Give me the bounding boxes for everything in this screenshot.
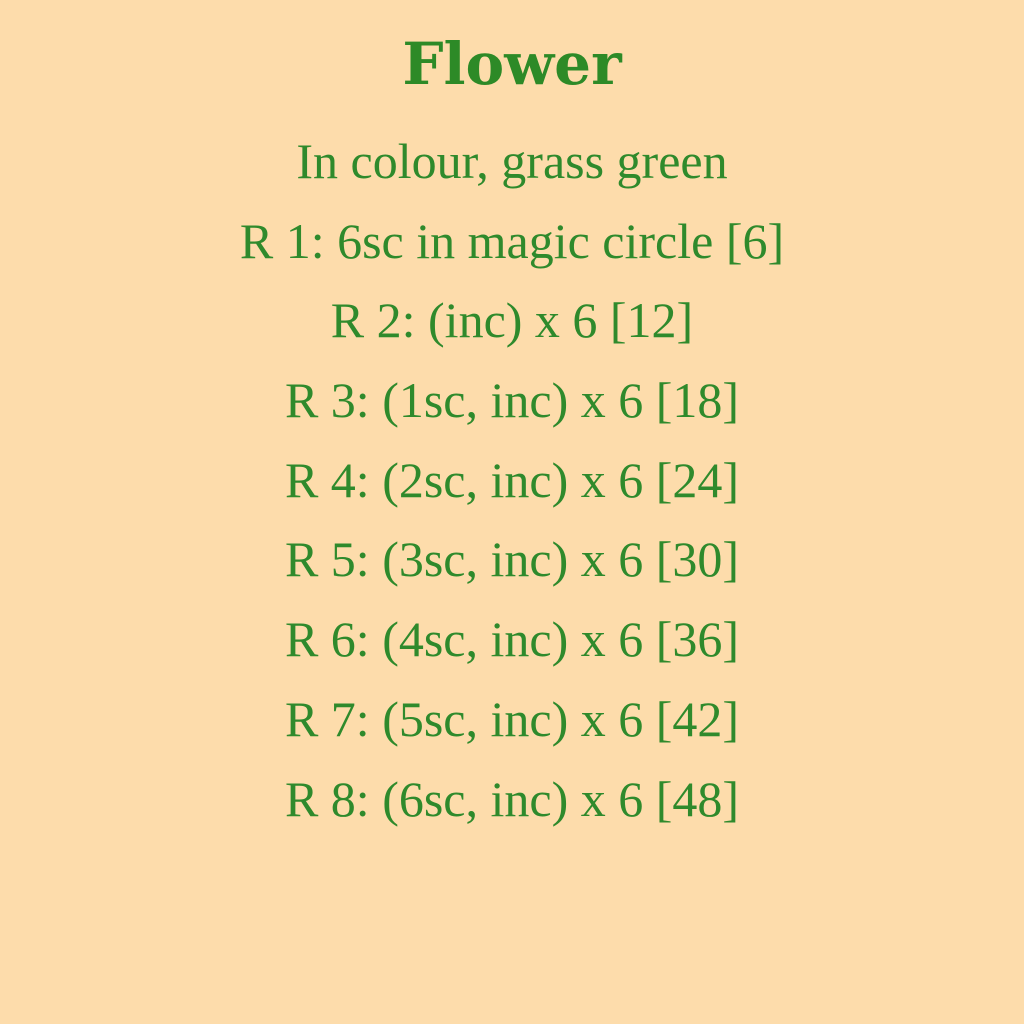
round-2: R 2: (inc) x 6 [12]: [330, 292, 694, 349]
pattern-instructions: In colour, grass green R 1: 6sc in magic…: [0, 122, 1024, 839]
round-1: R 1: 6sc in magic circle [6]: [239, 212, 785, 269]
round-6: R 6: (4sc, inc) x 6 [36]: [284, 611, 740, 668]
round-4: R 4: (2sc, inc) x 6 [24]: [284, 451, 740, 508]
round-8: R 8: (6sc, inc) x 6 [48]: [284, 770, 740, 827]
round-7: R 7: (5sc, inc) x 6 [42]: [284, 690, 740, 747]
round-3: R 3: (1sc, inc) x 6 [18]: [284, 372, 740, 429]
round-5: R 5: (3sc, inc) x 6 [30]: [284, 531, 740, 588]
colour-note: In colour, grass green: [296, 133, 728, 189]
page-title: Flower: [402, 30, 622, 98]
